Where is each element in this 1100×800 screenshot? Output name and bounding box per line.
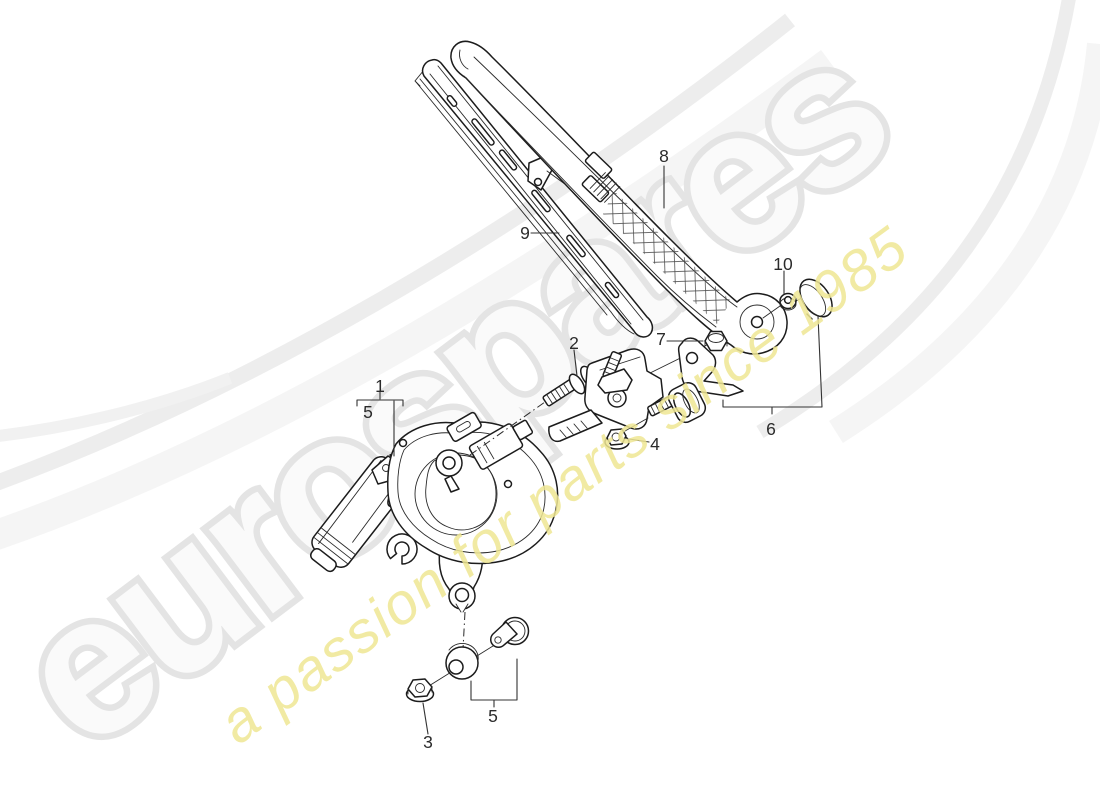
- hex-nut-7: [704, 330, 728, 352]
- callouts: 1 5 2 7 10 8 9 6 4 3 5: [363, 146, 793, 752]
- motor-mount-clip-left: [386, 533, 418, 565]
- leader-5-bracket: [470, 658, 518, 708]
- leader-4: [628, 438, 650, 443]
- motor-output-shaft: [435, 449, 463, 493]
- spacer-sleeve: [489, 616, 530, 649]
- callout-8: 8: [659, 146, 669, 166]
- callout-1: 1: [375, 376, 385, 396]
- callout-5-mounts: 5: [488, 706, 498, 726]
- background-swoosh: [0, 0, 1076, 491]
- wiper-blade: [414, 58, 654, 338]
- flange-nut-3: [405, 678, 435, 703]
- callout-2: 2: [569, 333, 579, 353]
- rubber-grommet: [445, 642, 479, 680]
- pivot-cap: [799, 278, 833, 318]
- leader-2: [573, 349, 578, 377]
- washer-10: [779, 292, 797, 311]
- arm-eye-hole: [750, 315, 764, 329]
- leader-1-5: [356, 391, 404, 457]
- callout-5-motor: 5: [363, 402, 373, 422]
- callout-9: 9: [520, 223, 530, 243]
- wiper-motor: [309, 411, 559, 614]
- flange-nut-4: [604, 417, 649, 450]
- axis-motor-to-pivot: [469, 401, 546, 456]
- callout-3: 3: [423, 732, 433, 752]
- callout-leaders: [356, 165, 823, 735]
- callout-4: 4: [650, 434, 660, 454]
- leader-3: [422, 702, 429, 735]
- arm-crosshatch: [603, 191, 731, 324]
- motor-cylinder: [309, 456, 411, 573]
- callout-10: 10: [773, 254, 793, 274]
- motor-bracket-slot: [446, 411, 482, 442]
- leader-6-bracket: [722, 315, 823, 415]
- pivot-bearing-assembly: [542, 348, 707, 443]
- callout-6: 6: [766, 419, 776, 439]
- motor-connector: [468, 419, 534, 470]
- axis-foot-to-grommet: [462, 611, 466, 650]
- wiper-arm: [450, 40, 788, 355]
- callout-7: 7: [656, 329, 666, 349]
- blade-adapter: [581, 151, 621, 203]
